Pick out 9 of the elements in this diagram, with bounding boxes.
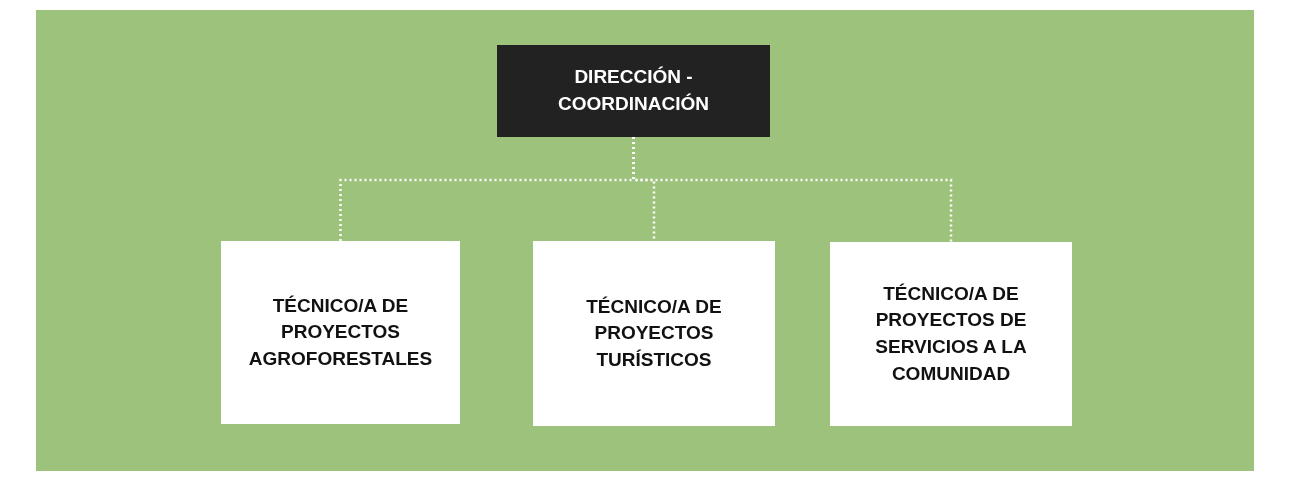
role-title: TÉCNICO/A DE PROYECTOS AGROFORESTALES bbox=[247, 293, 434, 371]
role-title: TÉCNICO/A DE PROYECTOS DE SERVICIOS A LA COMUNIDAD bbox=[874, 281, 1028, 386]
role-title: TÉCNICO/A DE PROYECTOS TURÍSTICOS bbox=[585, 294, 723, 372]
title-text: DIRECCIÓN - COORDINACIÓN bbox=[557, 65, 710, 116]
header-box bbox=[497, 45, 770, 137]
role-box bbox=[533, 241, 775, 426]
role-box bbox=[830, 242, 1072, 426]
role-box bbox=[221, 241, 460, 424]
dotted-connector bbox=[632, 137, 953, 242]
